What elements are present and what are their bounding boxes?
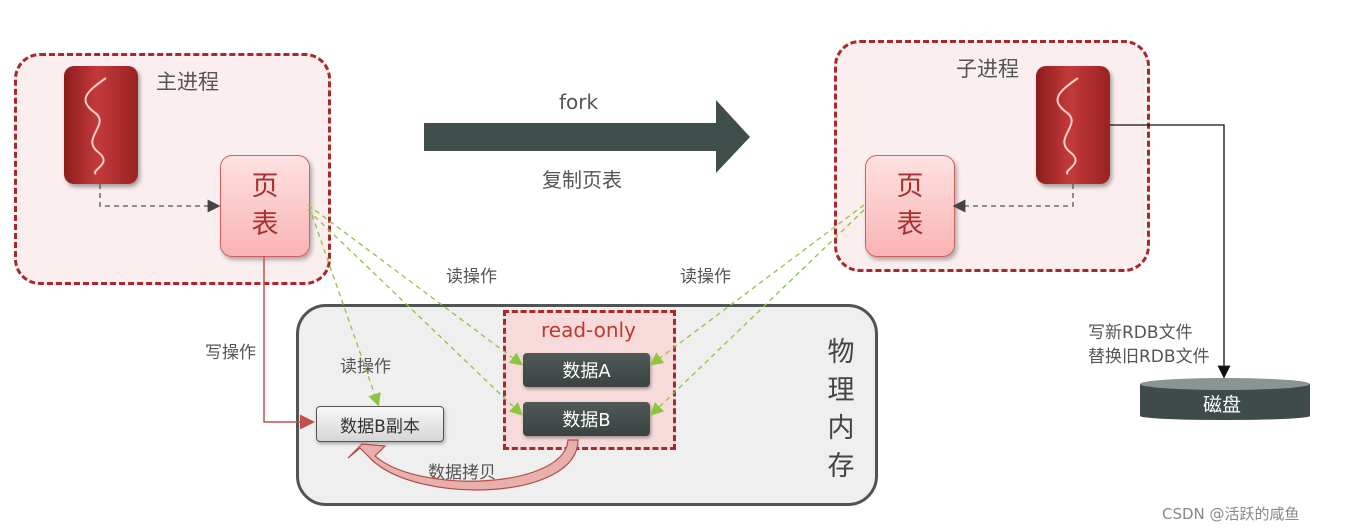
- read-arrow-child-to-data-b: [650, 209, 865, 416]
- child-page-table-char2: 表: [896, 209, 924, 240]
- child-process-title: 子进程: [956, 57, 1019, 81]
- main-process-title: 主进程: [156, 70, 219, 94]
- csdn-watermark: CSDN @活跃的咸鱼: [1162, 505, 1300, 523]
- child-to-disk-arrow: [1110, 124, 1231, 379]
- main-thread-icon: [64, 66, 138, 184]
- write-rdb-label-line2: 替换旧RDB文件: [1088, 347, 1210, 367]
- data-b-block: 数据B: [523, 402, 650, 436]
- disk-icon: [1140, 378, 1310, 420]
- physical-memory-label: 物 理 内 存: [824, 334, 858, 486]
- copy-curve-arrow: [347, 439, 579, 491]
- child-thread-to-pagetable-arrow: [952, 184, 1074, 213]
- main-page-table-char2: 表: [251, 209, 279, 240]
- copy-page-table-label: 复制页表: [542, 168, 622, 192]
- data-b-copy-block: 数据B副本: [316, 406, 444, 442]
- read-op-inner-label: 读操作: [340, 357, 391, 377]
- write-op-label: 写操作: [205, 343, 256, 363]
- child-page-table: 页 表: [865, 155, 955, 257]
- fork-label: fork: [559, 90, 599, 114]
- physical-memory-char4: 存: [827, 451, 855, 482]
- read-op-right-label: 读操作: [680, 267, 731, 287]
- fork-arrow: [424, 100, 750, 173]
- readonly-title: read-only: [541, 318, 636, 342]
- read-op-left-label: 读操作: [446, 267, 497, 287]
- physical-memory-char1: 物: [827, 337, 855, 368]
- main-page-table-char1: 页: [251, 171, 279, 202]
- physical-memory-char3: 内: [827, 413, 855, 444]
- main-thread-to-pagetable-arrow: [99, 184, 221, 213]
- data-a-block: 数据A: [523, 353, 650, 387]
- disk-label: 磁盘: [1203, 394, 1242, 416]
- read-arrow-main-to-data-a: [307, 204, 524, 366]
- write-arrow: [263, 256, 315, 430]
- data-copy-label: 数据拷贝: [428, 463, 496, 483]
- child-page-table-char1: 页: [896, 171, 924, 202]
- child-thread-icon: [1036, 66, 1110, 184]
- main-page-table: 页 表: [220, 155, 310, 257]
- read-arrow-main-to-data-b: [307, 209, 523, 416]
- read-arrow-child-to-data-a: [649, 204, 865, 366]
- write-rdb-label-line1: 写新RDB文件: [1088, 323, 1193, 343]
- physical-memory-char2: 理: [827, 375, 855, 406]
- read-arrow-main-to-copy: [311, 214, 381, 407]
